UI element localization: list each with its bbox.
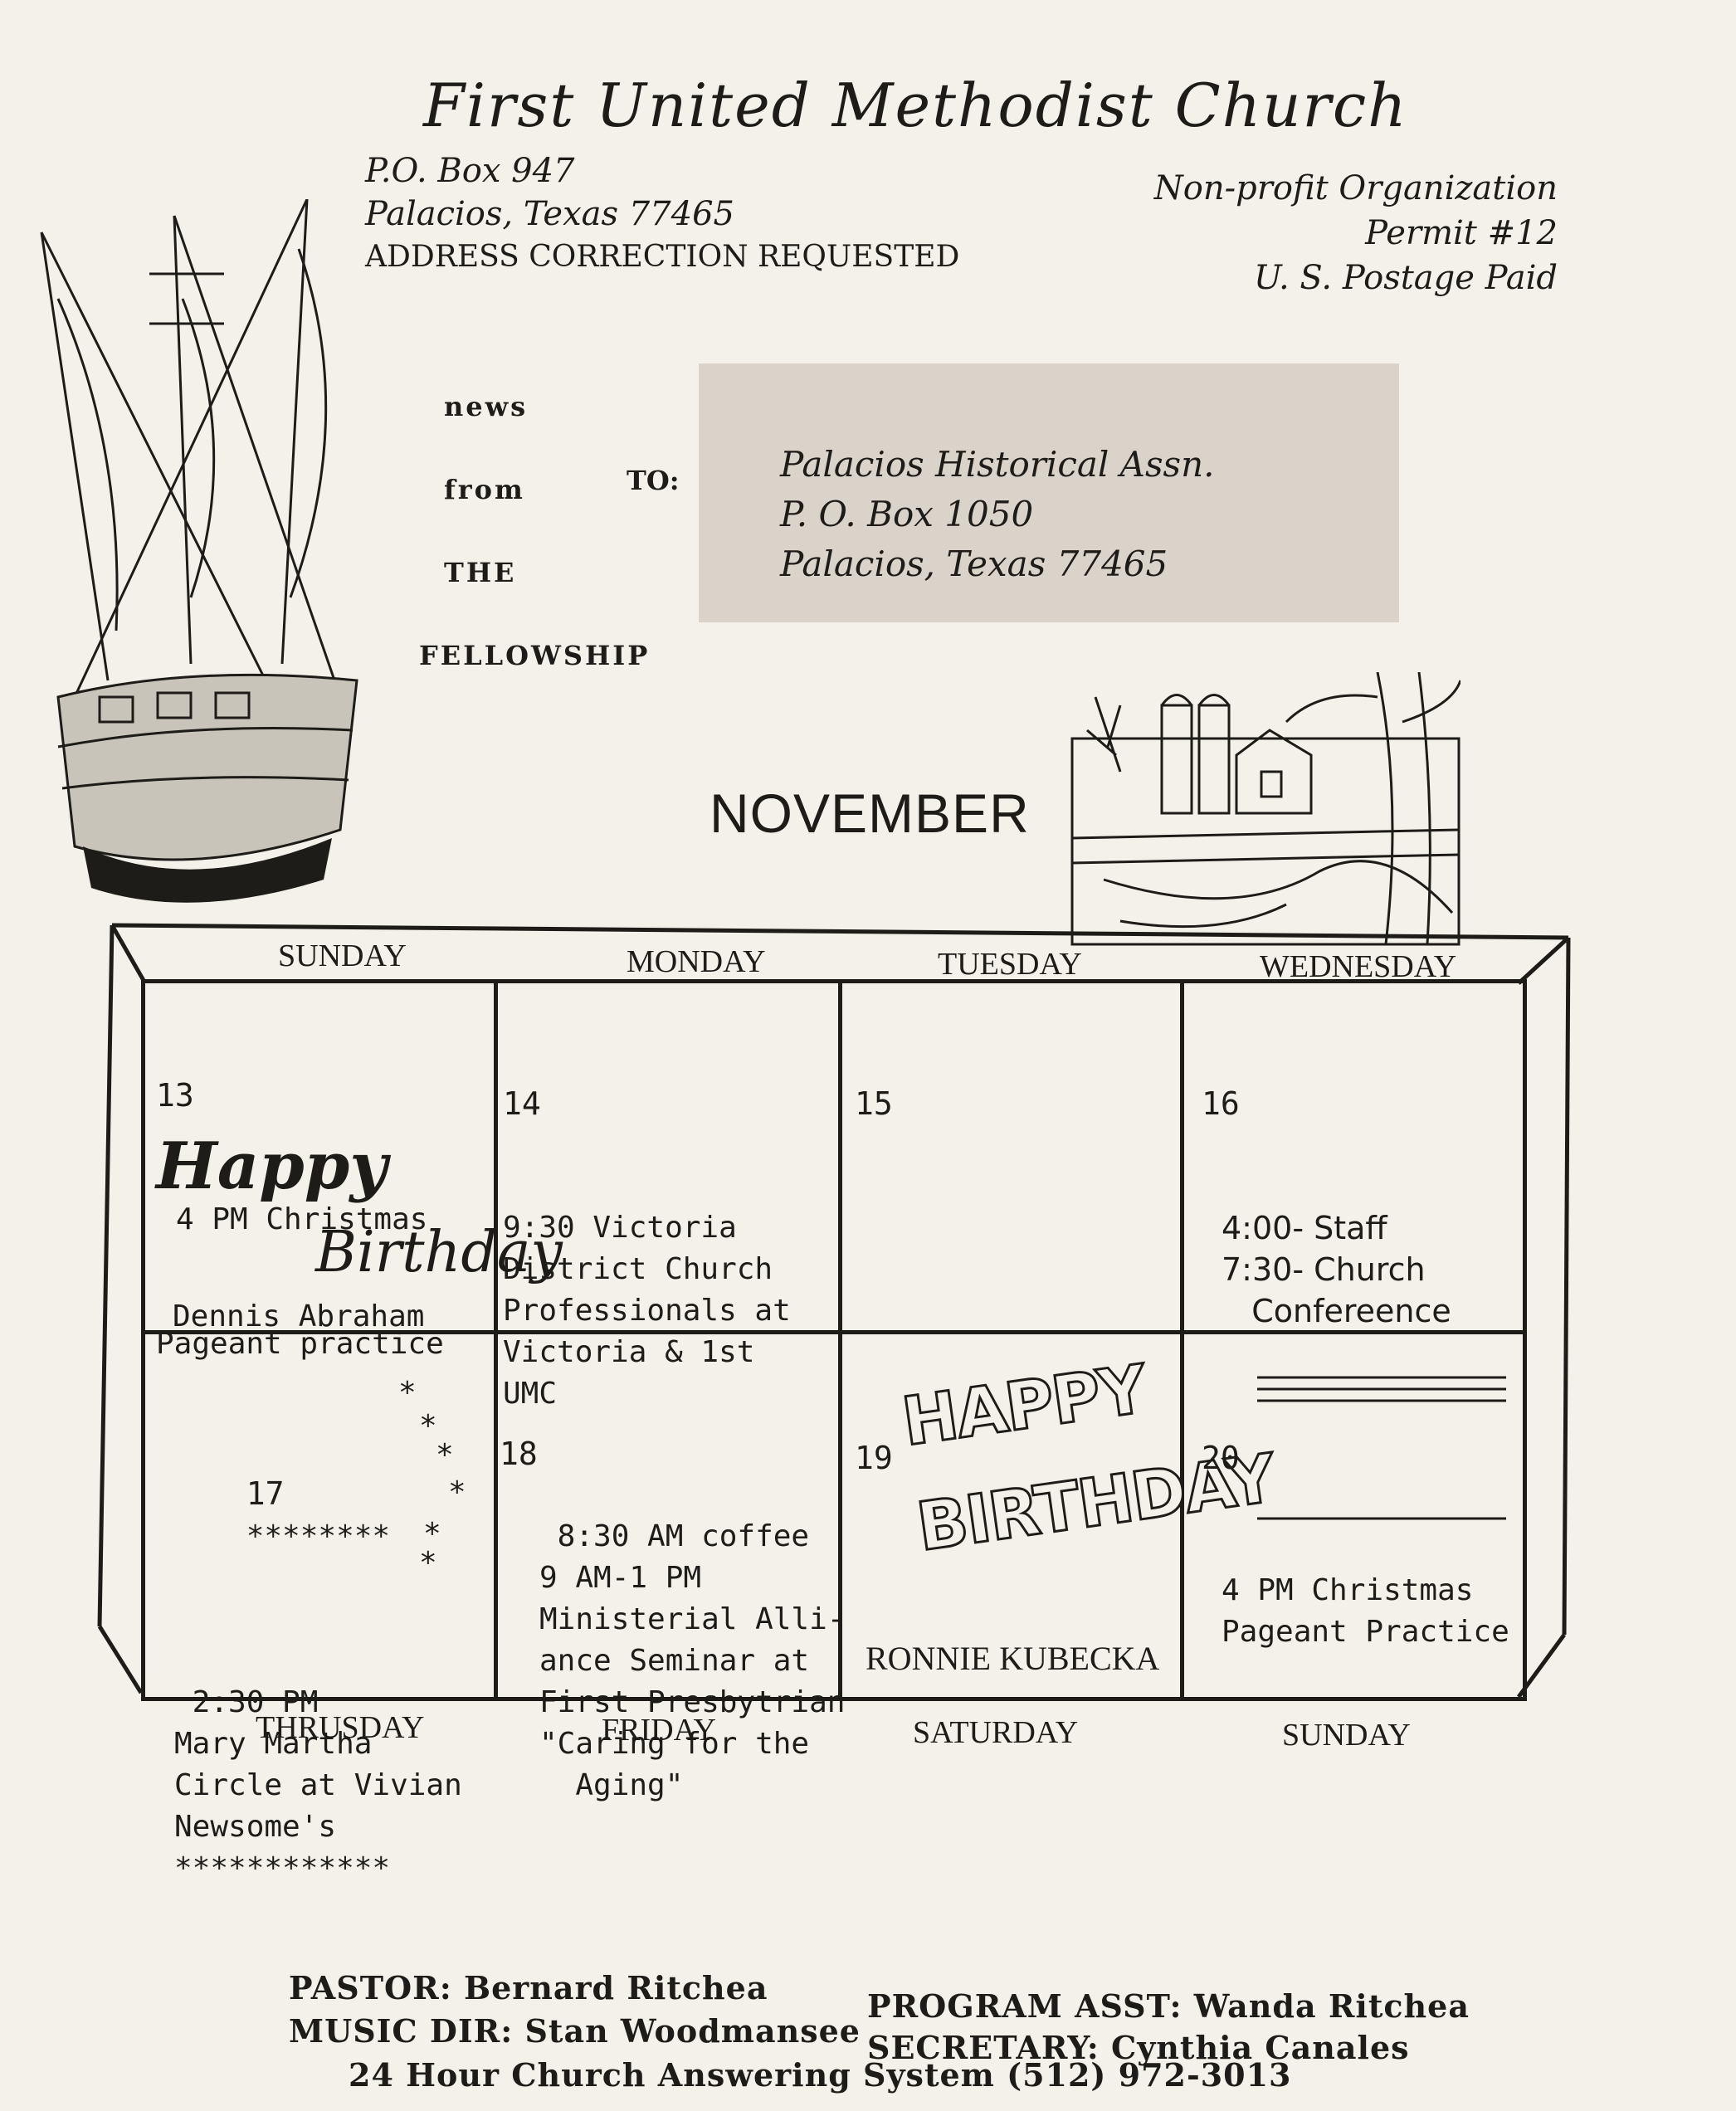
event-text: 2:30 PM Mary Martha Circle at Vivian New… [174, 1685, 462, 1885]
mailing-label-area [699, 363, 1399, 622]
from-word: from [444, 474, 525, 505]
postage-indicia: Non-profit Organization Permit #12 U. S.… [1154, 166, 1558, 300]
return-address: P.O. Box 947 Palacios, Texas 77465 ADDRE… [365, 149, 959, 279]
postage-line: U. S. Postage Paid [1253, 259, 1558, 297]
day-number: 14 [503, 1085, 541, 1122]
calendar-row-divider [145, 1330, 1523, 1334]
calendar-cell-18: 18 8:30 AM coffee 9 AM-1 PM Ministerial … [500, 1350, 845, 1848]
calendar-col-divider [838, 983, 842, 1697]
day-number: 16 [1202, 1085, 1240, 1122]
postage-line: Permit #12 [1365, 214, 1558, 252]
recipient-line: P. O. Box 1050 [780, 494, 1034, 534]
ruled-lines-decoration [1257, 1376, 1506, 1520]
svg-text:*: * [398, 1377, 417, 1410]
happy-birthday-heading: Happy [156, 1129, 388, 1204]
day-header-saturday: SATURDAY [913, 1715, 1079, 1750]
event-text: 8:30 AM coffee 9 AM-1 PM Ministerial All… [539, 1519, 846, 1802]
day-number: 17 [246, 1475, 285, 1512]
calendar-cell-20: 20 4 PM Christmas Pageant Practice [1202, 1354, 1509, 1694]
footer-secretary: SECRETARY: Cynthia Canales [867, 2029, 1410, 2066]
day-header-sunday-bottom: SUNDAY [1282, 1718, 1411, 1753]
day-number-row: 17 ******** [174, 1431, 462, 1599]
news-word: news [444, 391, 529, 422]
calendar-cell-17: 17 ******** 2:30 PM Mary Martha Circle a… [174, 1348, 462, 1931]
birthday-script: Birthday [315, 1220, 563, 1285]
day-number: 15 [855, 1085, 893, 1122]
the-word: THE [444, 557, 517, 588]
decorative-stars: ******** [246, 1519, 391, 1553]
calendar-cell-13: 13 4 PM Christmas Pageant practice [156, 992, 444, 1407]
return-address-line: P.O. Box 947 [365, 152, 575, 190]
calendar-grid [141, 979, 1527, 1701]
day-header-friday: FRIDAY [602, 1713, 716, 1748]
svg-text:*: * [448, 1475, 466, 1509]
footer-pastor: PASTOR: Bernard Ritchea [289, 1969, 768, 2006]
farm-scene-illustration [1070, 672, 1460, 946]
event-text: 4:00- Staff 7:30- Church Confereence [1222, 1210, 1451, 1329]
news-from-label: news from THE FELLOWSHIP [419, 365, 650, 697]
day-number: 13 [156, 1077, 194, 1114]
day-header-sunday: SUNDAY [278, 938, 407, 973]
calendar-col-divider [494, 983, 498, 1697]
birthday-name: Dennis Abraham [173, 1299, 425, 1333]
day-header-monday: MONDAY [627, 944, 766, 979]
calendar-cell-15: 15 [855, 1000, 893, 1166]
day-header-wednesday: WEDNESDAY [1260, 949, 1457, 984]
day-number: 20 [1202, 1440, 1240, 1476]
footer-answering-system: 24 Hour Church Answering System (512) 97… [349, 2056, 1292, 2094]
svg-text:*: * [419, 1546, 437, 1580]
event-text: 4 PM Christmas [176, 1202, 428, 1236]
postage-line: Non-profit Organization [1153, 169, 1558, 207]
svg-text:*: * [419, 1409, 437, 1443]
event-text: Pageant practice [156, 1327, 444, 1361]
birthday-name: RONNIE KUBECKA [866, 1640, 1160, 1677]
svg-text:*: * [436, 1438, 454, 1472]
svg-text:*: * [423, 1517, 441, 1551]
fellowship-word: FELLOWSHIP [419, 640, 651, 671]
return-address-line: ADDRESS CORRECTION REQUESTED [365, 240, 960, 274]
event-text: 9:30 Victoria District Church Profession… [503, 1211, 791, 1411]
event-text: 4 PM Christmas Pageant Practice [1222, 1573, 1509, 1649]
recipient-line: Palacios Historical Assn. [780, 444, 1215, 485]
day-header-tuesday: TUESDAY [938, 947, 1082, 982]
day-number: 18 [500, 1436, 538, 1472]
day-header-thursday: THRUSDAY [256, 1710, 425, 1745]
footer-music-dir: MUSIC DIR: Stan Woodmansee [289, 2012, 861, 2050]
sailing-ship-illustration [40, 199, 358, 903]
footer-program-asst: PROGRAM ASST: Wanda Ritchea [867, 1987, 1470, 2025]
to-label: TO: [627, 465, 680, 496]
recipient-line: Palacios, Texas 77465 [780, 544, 1168, 584]
calendar-cell-19: 19 [855, 1354, 893, 1520]
calendar-col-divider [1180, 983, 1184, 1697]
newsletter-title: First United Methodist Church [423, 71, 1408, 140]
return-address-line: Palacios, Texas 77465 [365, 195, 734, 233]
stars-decoration: *** *** [398, 1377, 466, 1580]
calendar-cell-14: 14 9:30 Victoria District Church Profess… [503, 1000, 791, 1456]
calendar-month-title: NOVEMBER [710, 782, 1030, 844]
calendar-cell-16: 16 4:00- Staff 7:30- Church Confereence [1202, 1000, 1451, 1373]
recipient-address: Palacios Historical Assn. P. O. Box 1050… [780, 440, 1215, 589]
day-number: 19 [855, 1440, 893, 1476]
